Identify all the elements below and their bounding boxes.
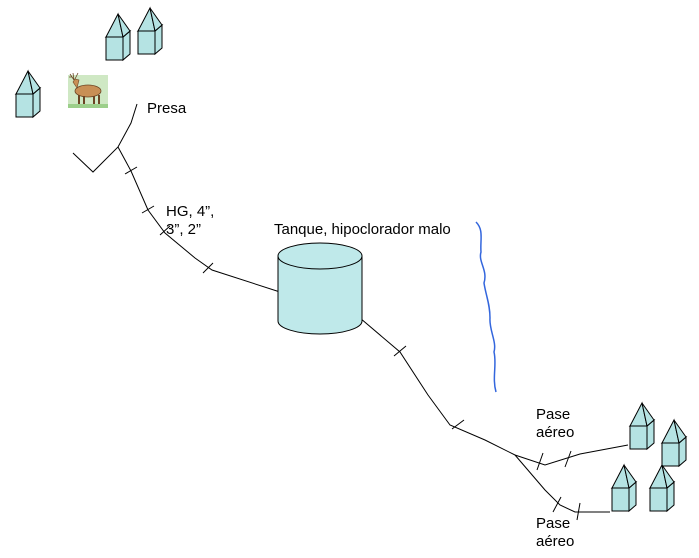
pipe-tick <box>202 262 214 274</box>
pipe-tick <box>124 166 138 175</box>
river-line-icon <box>475 221 497 393</box>
pipe-tick <box>393 345 407 357</box>
pipe-tick <box>564 450 572 468</box>
dam-label: Presa <box>147 100 187 117</box>
pipe-tick <box>576 502 581 521</box>
pipe-tick <box>451 419 465 430</box>
pipe-network <box>72 103 629 521</box>
tank-cylinder-icon <box>277 242 363 335</box>
pipe-spec-label: HG, 4”, 3”, 2” <box>166 203 215 238</box>
pipe-tick <box>552 496 562 513</box>
deer-clipart-icon <box>68 72 108 108</box>
aerial-crossing-label: Pase aéreo <box>536 406 575 441</box>
house-icon <box>137 7 163 55</box>
house-icon <box>649 464 675 512</box>
pipe-tick <box>159 225 171 236</box>
dam-wall <box>72 103 138 173</box>
aerial-crossing-label: Pase aéreo <box>536 515 575 550</box>
pipe-tick <box>536 452 544 471</box>
house-icon <box>629 402 655 450</box>
house-icon <box>661 419 687 467</box>
branch-pipe <box>514 454 610 513</box>
pipe-tick <box>141 205 155 214</box>
house-icon <box>15 70 41 118</box>
house-icon <box>105 13 131 61</box>
tank-label: Tanque, hipoclorador malo <box>274 221 451 238</box>
house-icon <box>611 464 637 512</box>
